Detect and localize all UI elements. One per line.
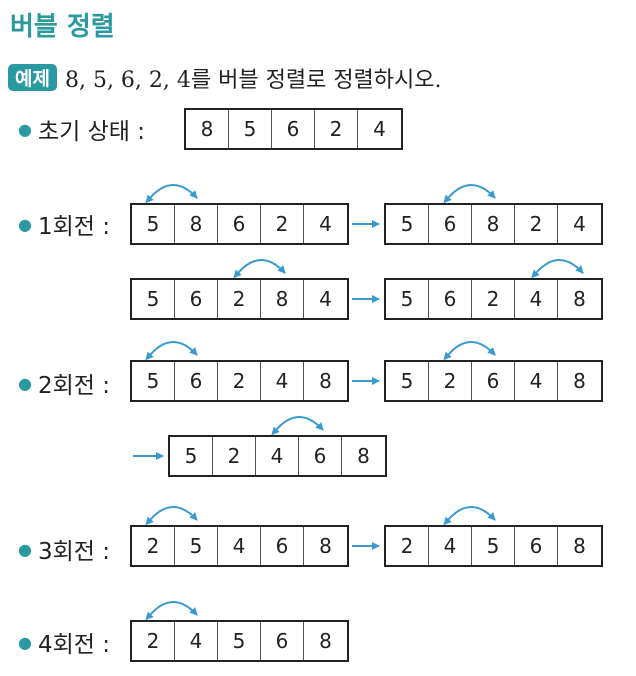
array-cell: 6 [261, 622, 304, 660]
bullet-icon: ● [18, 374, 32, 393]
array-cell: 8 [319, 629, 332, 653]
array-cell: 2 [213, 437, 256, 475]
array-cell: 2 [132, 622, 175, 660]
array-cell: 4 [319, 212, 332, 236]
array-cell: 6 [472, 362, 515, 400]
array-cell: 8 [472, 205, 515, 243]
swap-arrow-icon [145, 341, 198, 361]
example-line: 예제 8, 5, 6, 2, 4를 버블 정렬로 정렬하시오. [8, 62, 442, 94]
array-cell: 4 [175, 622, 218, 660]
swap-arrow-icon [531, 259, 584, 279]
array-cell: 6 [299, 437, 342, 475]
array-cell: 5 [386, 362, 429, 400]
array-cell: 8 [573, 287, 586, 311]
array-cell: 2 [132, 527, 175, 565]
array-cell: 2 [472, 280, 515, 318]
array-cell: 5 [386, 280, 429, 318]
array-cell: 5 [229, 110, 272, 148]
array-cell: 5 [132, 362, 175, 400]
array-cell: 4 [218, 527, 261, 565]
label-pass3: ●3회전 : [18, 539, 110, 565]
array-cell: 6 [175, 362, 218, 400]
example-badge: 예제 [8, 64, 57, 91]
array-cell: 5 [132, 205, 175, 243]
array-cell: 6 [261, 527, 304, 565]
swap-arrow-icon [443, 506, 496, 526]
bullet-icon: ● [18, 540, 32, 559]
array-cell: 6 [175, 280, 218, 318]
bullet-icon: ● [18, 633, 32, 652]
label-initial: ●초기 상태 : [18, 119, 145, 145]
swap-arrow-icon [145, 506, 198, 526]
array-cell: 5 [175, 527, 218, 565]
array-cell: 4 [319, 287, 332, 311]
array-cell: 2 [218, 280, 261, 318]
array-cell: 8 [175, 205, 218, 243]
array-cell: 8 [319, 534, 332, 558]
array-cell: 8 [261, 280, 304, 318]
array-cell: 5 [472, 527, 515, 565]
page-title: 버블 정렬 [10, 12, 115, 42]
array-cell: 5 [218, 622, 261, 660]
array-cell: 8 [573, 369, 586, 393]
array-cell: 8 [357, 444, 370, 468]
label-pass4: ●4회전 : [18, 632, 110, 658]
array-cell: 8 [573, 534, 586, 558]
array-cell: 4 [429, 527, 472, 565]
array-cell: 4 [515, 280, 558, 318]
bullet-icon: ● [18, 120, 32, 139]
array-cell: 2 [386, 527, 429, 565]
swap-arrow-icon [443, 341, 496, 361]
array-cell: 6 [272, 110, 315, 148]
array-cell: 5 [386, 205, 429, 243]
array-cell: 4 [256, 437, 299, 475]
example-text: 8, 5, 6, 2, 4를 버블 정렬로 정렬하시오. [64, 68, 442, 93]
array-cell: 6 [429, 205, 472, 243]
label-pass1: ●1회전 : [18, 214, 110, 240]
array-cell: 5 [170, 437, 213, 475]
array-cell: 8 [186, 110, 229, 148]
array-cell: 2 [218, 362, 261, 400]
array-cell: 5 [132, 280, 175, 318]
array-cell: 6 [429, 280, 472, 318]
array-cell: 6 [218, 205, 261, 243]
array-cell: 4 [573, 212, 586, 236]
array-cell: 2 [315, 110, 358, 148]
array-cell: 4 [515, 362, 558, 400]
array-cell: 8 [319, 369, 332, 393]
label-pass2: ●2회전 : [18, 373, 110, 399]
array-cell: 4 [261, 362, 304, 400]
swap-arrow-icon [145, 601, 198, 621]
swap-arrow-icon [145, 184, 198, 204]
swap-arrow-icon [443, 184, 496, 204]
array-cell: 2 [261, 205, 304, 243]
bullet-icon: ● [18, 215, 32, 234]
array-cell: 2 [515, 205, 558, 243]
array-cell: 6 [515, 527, 558, 565]
array-cell: 2 [429, 362, 472, 400]
swap-arrow-icon [271, 416, 324, 436]
swap-arrow-icon [233, 259, 286, 279]
array-cell: 4 [373, 117, 386, 141]
